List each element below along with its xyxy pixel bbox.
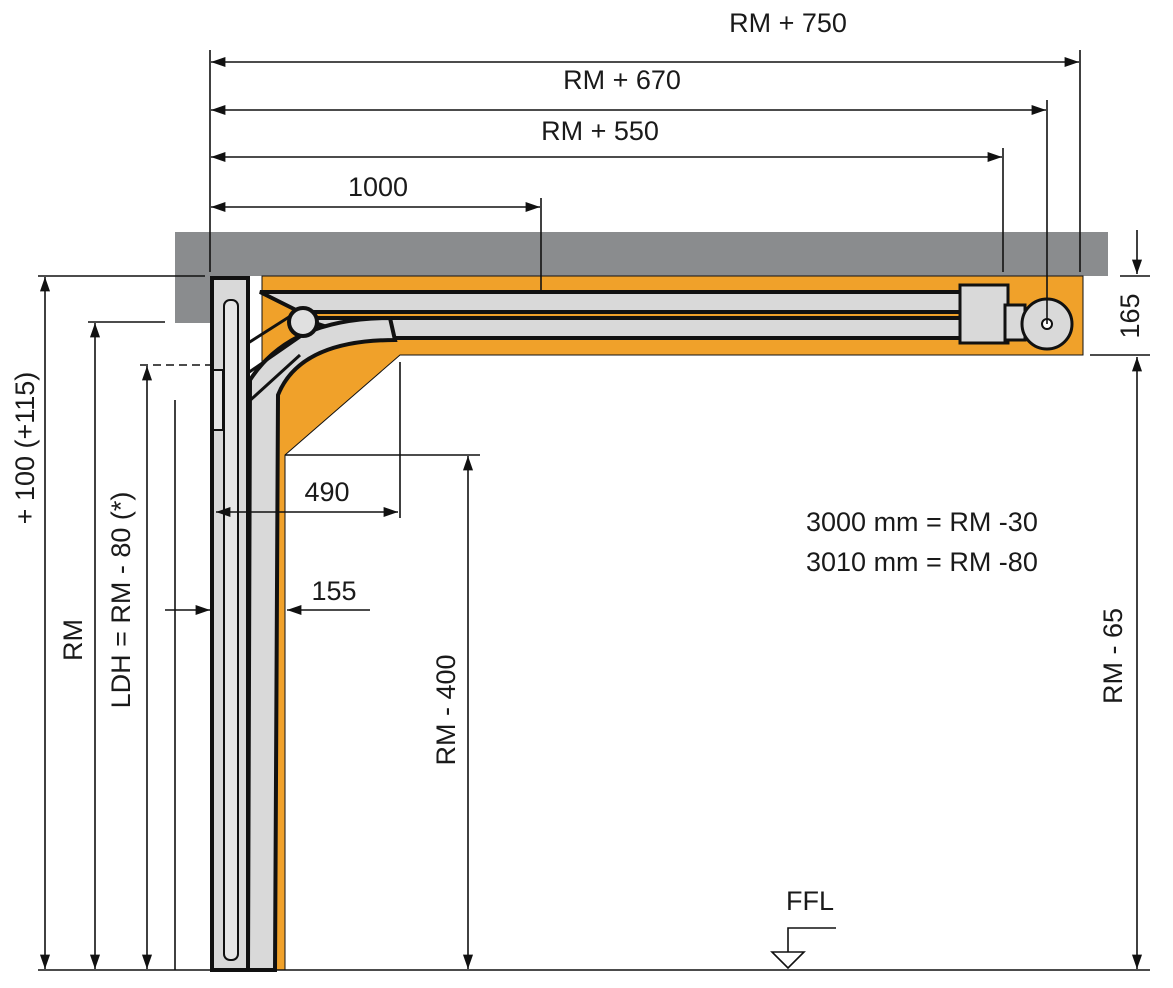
inner-dimensions: 490 155 RM - 400 <box>216 362 480 969</box>
dim-155: 155 <box>311 576 356 606</box>
note-3010: 3010 mm = RM -80 <box>806 547 1038 577</box>
right-dimensions: 165 RM - 65 <box>1090 230 1150 969</box>
ffl-marker: FFL <box>770 886 836 970</box>
dim-ldh: LDH = RM - 80 (*) <box>106 492 136 709</box>
clearance-zone <box>261 275 1084 971</box>
ceiling <box>175 232 1108 323</box>
dim-rm-65: RM - 65 <box>1098 608 1128 704</box>
note-3000: 3000 mm = RM -30 <box>806 507 1038 537</box>
dim-rm-400: RM - 400 <box>431 654 461 765</box>
ffl-label: FFL <box>786 886 834 916</box>
dim-rm: RM <box>58 619 88 661</box>
dim-plus-100: + 100 (+115) <box>10 372 40 525</box>
left-dimensions: + 100 (+115) RM LDH = RM - 80 (*) <box>10 275 215 970</box>
dim-490: 490 <box>304 477 349 507</box>
top-dimensions: RM + 750 RM + 670 RM + 550 1000 <box>209 8 1081 324</box>
dim-1000: 1000 <box>348 172 408 202</box>
dim-rm-750: RM + 750 <box>729 8 847 38</box>
roller-icon <box>287 306 319 338</box>
dim-rm-550: RM + 550 <box>541 116 659 146</box>
dim-rm-670: RM + 670 <box>563 65 681 95</box>
door-leaf <box>210 276 250 972</box>
dim-165: 165 <box>1115 293 1145 338</box>
